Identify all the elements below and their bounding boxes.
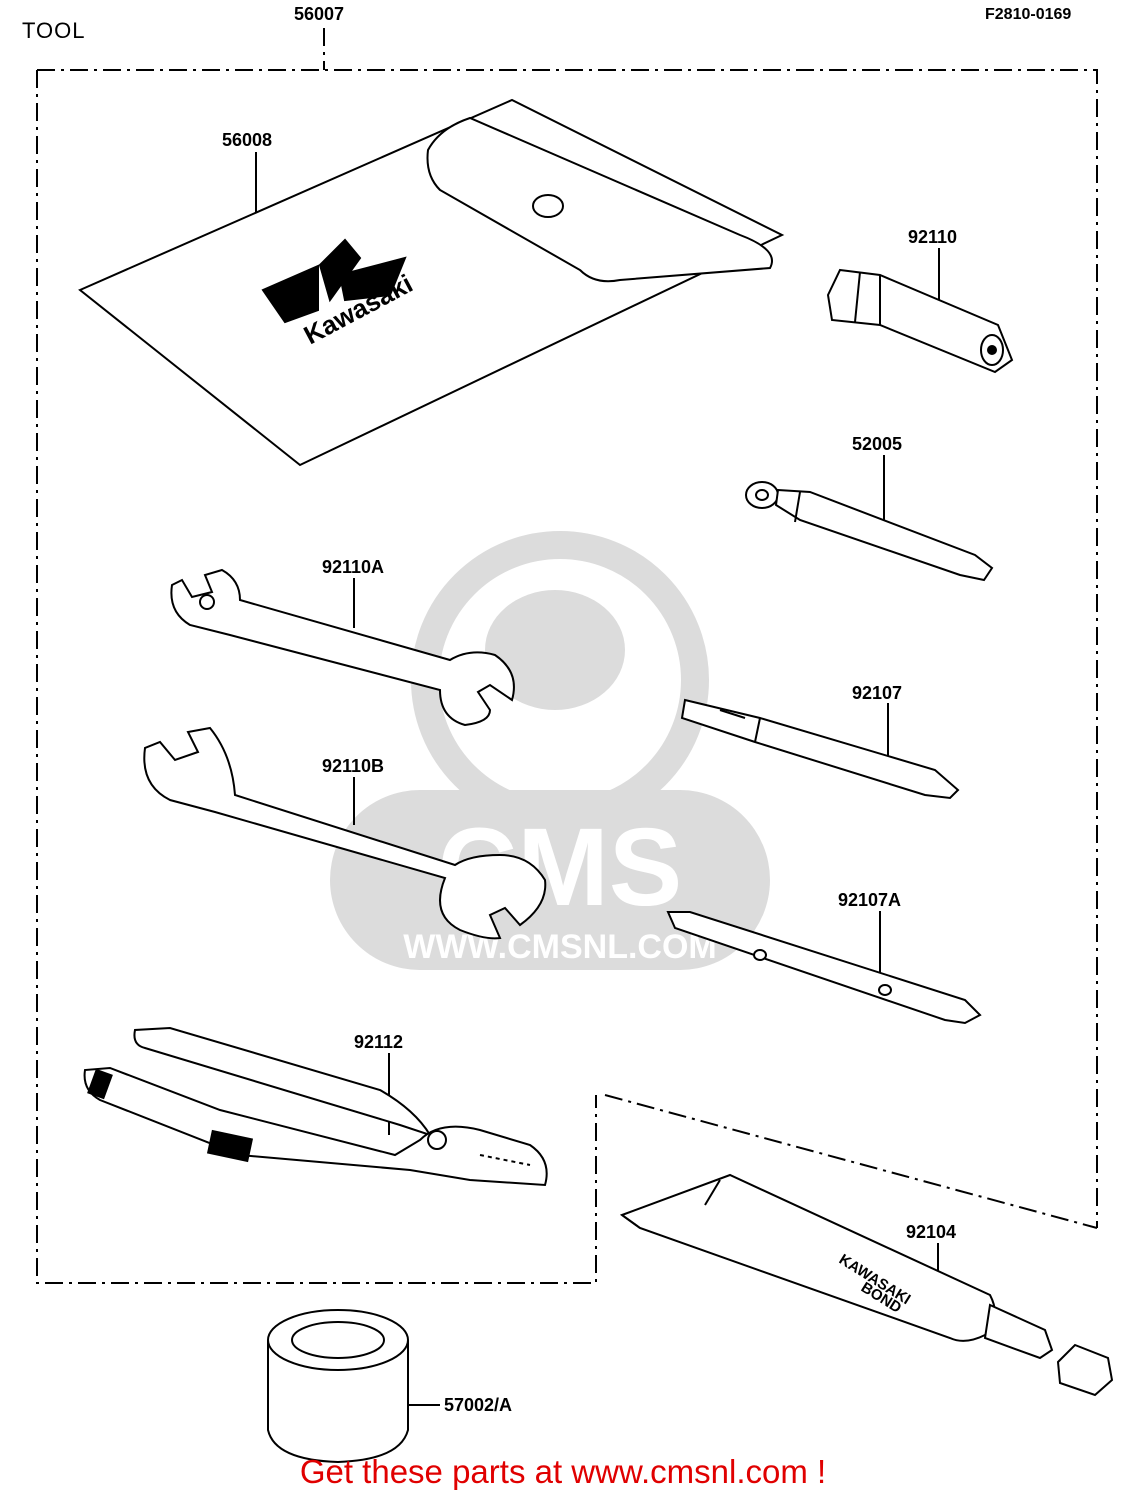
pliers-drawing (83, 1026, 548, 1187)
kit-boundary (36, 28, 1098, 1284)
part-label-wrench-a: 92110A (322, 557, 385, 577)
leader-lines (255, 152, 940, 1406)
bond-tube-drawing: KAWASAKI BOND (619, 1173, 1114, 1397)
phillips-screwdriver-drawing (680, 698, 960, 800)
wrench-a-drawing (170, 568, 515, 727)
tool-bag-drawing: Kawasaki (78, 98, 785, 467)
wrench-b-drawing (143, 726, 547, 940)
plug-wrench-drawing (826, 268, 1014, 374)
figure-code: F2810-0169 (985, 6, 1072, 23)
part-label-bond-tube: 92104 (906, 1222, 957, 1242)
part-label-grease-can: 57002/A (444, 1395, 513, 1415)
watermark-badge (330, 790, 770, 970)
part-label-tool-kit: 56007 (294, 4, 345, 24)
part-label-tool-bag: 56008 (222, 130, 273, 150)
page-title: TOOL (22, 18, 86, 43)
grease-can-drawing (267, 1309, 409, 1464)
cms-watermark: CMS WWW.CMSNL.COM (330, 531, 770, 970)
cmsnl-promo-link[interactable]: Get these parts at www.cmsnl.com ! (299, 1453, 827, 1490)
part-label-phillips-screwdriver: 92107 (852, 683, 903, 703)
part-label-plug-wrench: 92110 (908, 227, 958, 247)
watermark-url: WWW.CMSNL.COM (403, 928, 717, 966)
screwdriver-handle-drawing (745, 481, 994, 582)
part-label-screwdriver-handle: 52005 (852, 434, 903, 454)
part-label-flat-screwdriver: 92107A (838, 890, 902, 910)
flat-screwdriver-drawing (666, 911, 982, 1025)
part-label-pliers: 92112 (354, 1032, 404, 1052)
part-label-wrench-b: 92110B (322, 756, 385, 776)
